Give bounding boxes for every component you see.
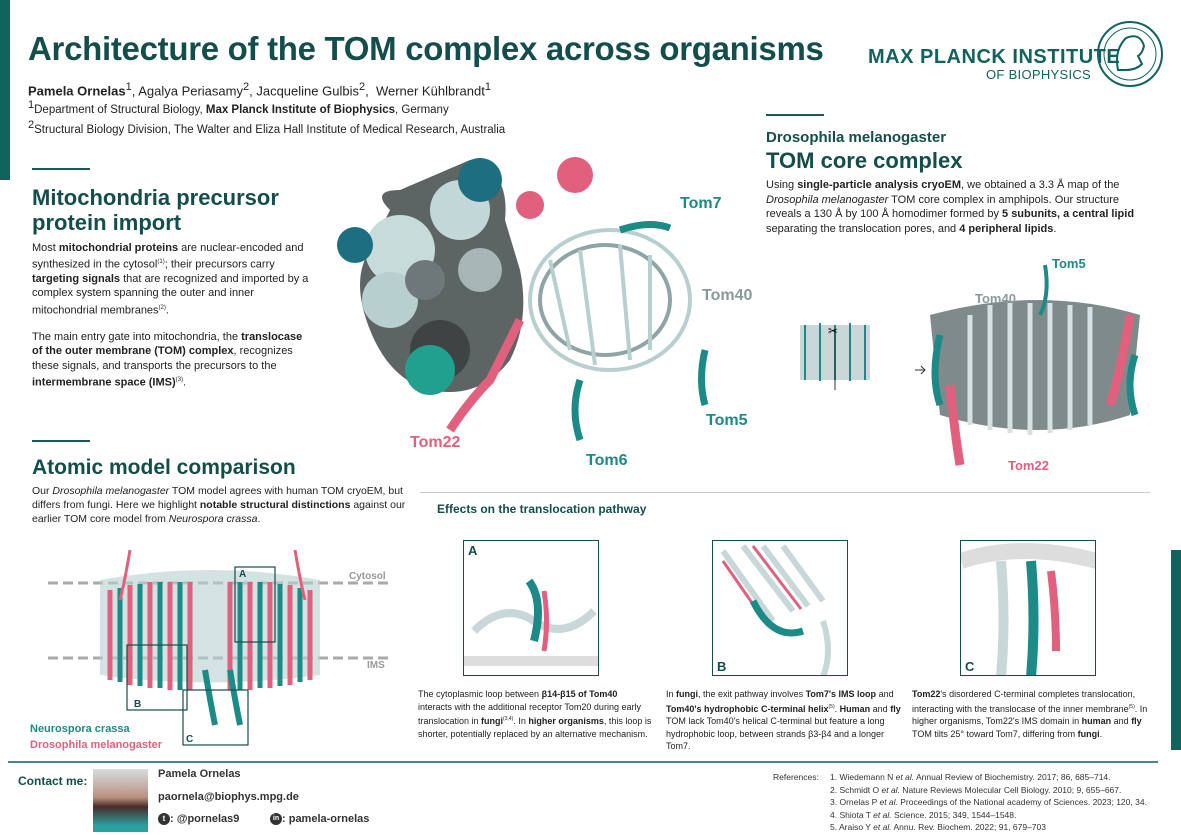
reference-item: 4. Shiota T et al. Science. 2015; 349, 1… [830,809,1017,820]
reference-item: 3. Ornelas P et al. Proceedings of the N… [830,797,1147,807]
reference-item: 2. Schmidt O et al. Nature Reviews Molec… [830,784,1122,795]
large-model [930,264,1140,466]
intro-paragraph-1: Most mitochondrial proteins are nuclear-… [32,242,309,317]
core-heading: TOM core complex [766,148,963,173]
contact-name: Pamela Ornelas [158,768,241,780]
label-tom6: Tom6 [586,452,628,469]
panel-c: C [960,540,1096,676]
affiliation-1: 1Department of Structural Biology, Max P… [28,99,449,117]
label-tom5: Tom5 [1052,256,1086,271]
label-tom22: Tom22 [1008,458,1049,473]
label-tom7: Tom7 [680,195,722,212]
references-label: References: [773,772,819,782]
atomic-heading: Atomic model comparison [32,456,296,479]
panel-label-a: A [466,543,480,558]
label-tom40: Tom40 [975,291,1016,306]
mpi-logo: MAX PLANCK INSTITUTE OF BIOPHYSICS [868,20,1168,87]
panel-b: B [712,540,848,676]
left-accent-bar [0,0,10,180]
small-model [800,323,870,390]
atomic-text: Our Drosophila melanogaster TOM model ag… [32,485,406,525]
divider [32,168,90,170]
contact-email[interactable]: paornela@biophys.mpg.de [158,791,299,803]
panel-a: A [463,540,599,676]
divider [420,492,1150,493]
contact-label: Contact me: [18,774,88,788]
tom22-helix [446,317,525,433]
box-label-c: C [186,734,194,745]
avatar [93,769,148,832]
effects-heading: Effects on the translocation pathway [437,502,647,516]
box-b [126,644,188,711]
divider [766,114,824,116]
box-a [234,566,276,643]
arrow-icon [915,365,926,375]
box-c [182,689,249,746]
tom7-helix [618,221,672,234]
ims-label: IMS [367,660,385,671]
footer-divider [8,761,1158,763]
legend-drosophila: Drosophila melanogaster [30,739,163,751]
box-label-b: B [134,699,142,710]
label-tom40: Tom40 [702,287,753,304]
poster-title: Architecture of the TOM complex across o… [28,30,824,67]
affiliation-2: 2Structural Biology Division, The Walter… [28,119,506,136]
core-text: Using single-particle analysis cryoEM, w… [766,179,1135,235]
minerva-seal-icon [1097,21,1163,87]
intro-text: Most mitochondrial proteins are nuclear-… [32,241,312,390]
label-tom22: Tom22 [410,434,461,451]
overlay-model-figure [48,549,390,746]
box-label-a: A [239,569,247,580]
label-tom5: Tom5 [706,412,748,429]
species-subtitle: Drosophila melanogaster [766,129,947,146]
panel-c-text: Tom22's disordered C-terminal completes … [912,689,1148,739]
linkedin-icon: in [270,813,282,825]
tom6-helix [571,378,584,442]
tom5-helix [698,349,709,406]
panel-label-b: B [715,659,729,674]
intro-paragraph-2: The main entry gate into mitochondria, t… [32,330,303,389]
references-list: 1. Wiedemann N et al. Annual Review of B… [830,771,1147,834]
reference-item: 1. Wiedemann N et al. Annual Review of B… [830,772,1111,782]
right-accent-bar [1171,550,1181,750]
panel-a-text: The cytoplasmic loop between β14-β15 of … [418,689,652,739]
surface-density [337,157,593,395]
twitter-link[interactable]: t: @pornelas9 [158,813,239,825]
scissors-icon: ✂ [828,324,838,338]
tom-complex-structure-figure [337,157,709,442]
legend-neurospora: Neurospora crassa [30,723,130,735]
linkedin-link[interactable]: in: pamela-ornelas [270,813,369,825]
beta-barrel [528,228,692,372]
core-complex-figure: ✂ [800,264,1140,466]
divider [32,440,90,442]
panel-b-text: In fungi, the exit pathway involves Tom7… [666,689,901,751]
panel-label-c: C [963,659,977,674]
twitter-icon: t [158,813,170,825]
reference-item: 5. Araiso Y et al. Annu. Rev. Biochem. 2… [830,822,1046,832]
cytosol-label: Cytosol [349,571,386,582]
authors: Pamela Ornelas1, Agalya Periasamy2, Jacq… [28,81,506,136]
intro-heading: Mitochondria precursor protein import [32,185,279,235]
